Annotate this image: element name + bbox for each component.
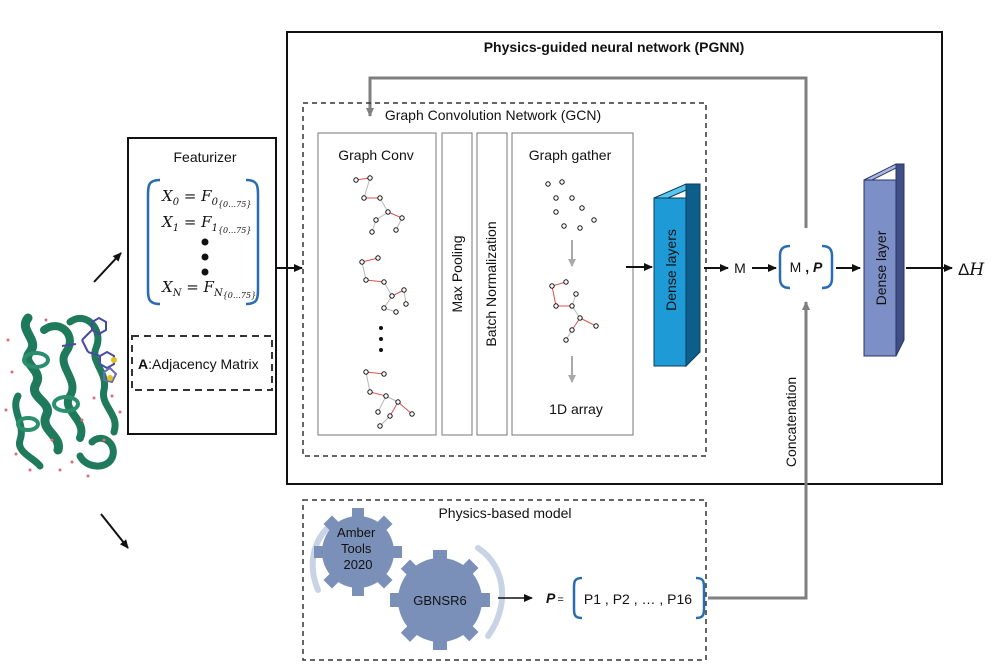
feature-bracket-left <box>146 178 161 306</box>
max-pooling-label: Max Pooling <box>449 235 465 312</box>
dense-layer-block <box>863 163 905 357</box>
feature-equation-xn: XN = FN{0…75} <box>161 278 256 300</box>
gcn-box <box>302 102 707 457</box>
dense-layers-block <box>653 183 701 368</box>
concat-bracket-left <box>778 244 791 290</box>
pgnn-box <box>286 31 943 485</box>
feedback-loop-arrow <box>366 76 808 228</box>
graph-gather-panel <box>511 132 634 436</box>
batch-norm-label: Batch Normalization <box>483 221 499 346</box>
dense-layers-label: Dense layers <box>663 229 679 311</box>
gather-molecule <box>549 279 599 343</box>
feature-equation-x0: X0 = F0{0…75} <box>161 187 251 209</box>
m-label: M <box>734 260 746 276</box>
p-values: P1 , P2 , … , P16 <box>584 591 692 607</box>
adjacency-matrix-box <box>131 335 273 391</box>
feature-bracket-right <box>245 178 260 306</box>
graph-conv-molecule-3 <box>363 369 415 429</box>
concat-bracket-right <box>821 244 834 290</box>
adjacency-matrix-label: A:Adjacency Matrix <box>138 356 259 372</box>
protein-structure-image <box>4 313 122 478</box>
feature-equation-x1: X1 = F1{0…75} <box>161 213 251 235</box>
gear-rotation-arc-2 <box>475 545 506 639</box>
max-pooling-panel <box>441 132 473 436</box>
svg-text:X0 = F0{0…75}: X0 = F0{0…75} <box>161 187 251 209</box>
graph-conv-molecule-1 <box>353 175 405 235</box>
featurizer-box <box>127 137 277 435</box>
physics-model-title: Physics-based model <box>438 505 571 521</box>
svg-text:X1 = F1{0…75}: X1 = F1{0…75} <box>161 213 251 235</box>
graph-conv-label: Graph Conv <box>338 147 413 163</box>
batch-norm-panel <box>476 132 508 436</box>
concat-node-label: M , P <box>790 259 823 275</box>
featurizer-title: Featurizer <box>173 149 236 165</box>
p-vector-symbol: P= <box>546 590 564 606</box>
one-d-array-label: 1D array <box>549 401 603 417</box>
graph-conv-ellipsis <box>379 326 383 352</box>
gcn-title: Graph Convolution Network (GCN) <box>385 107 601 123</box>
graph-conv-molecule-2 <box>359 255 409 315</box>
svg-text:XN = FN{0…75}: XN = FN{0…75} <box>161 278 256 300</box>
p-bracket-right <box>695 576 706 620</box>
graph-gather-label: Graph gather <box>529 147 612 163</box>
concatenation-label: Concatenation <box>783 377 799 467</box>
pgnn-title: Physics-guided neural network (PGNN) <box>484 39 745 55</box>
feature-ellipsis-dots <box>201 238 209 276</box>
physics-model-box <box>302 499 707 661</box>
concatenation-arrow <box>708 301 810 600</box>
gather-points <box>545 179 597 231</box>
gbnsr6-label: GBNSR6 <box>413 593 466 608</box>
arrow-to-physics-model <box>100 513 129 549</box>
graph-conv-panel <box>317 132 437 436</box>
dense-layer-label: Dense layer <box>873 230 889 305</box>
p-bracket-left <box>572 576 583 620</box>
delta-h-output: ΔH <box>958 260 985 280</box>
arrow-to-featurizer <box>93 252 122 283</box>
gear-icon <box>390 550 490 650</box>
amber-tools-label: Amber Tools 2020 <box>337 525 379 572</box>
gear-icon <box>314 508 402 596</box>
gear-rotation-arc-1 <box>309 521 335 593</box>
